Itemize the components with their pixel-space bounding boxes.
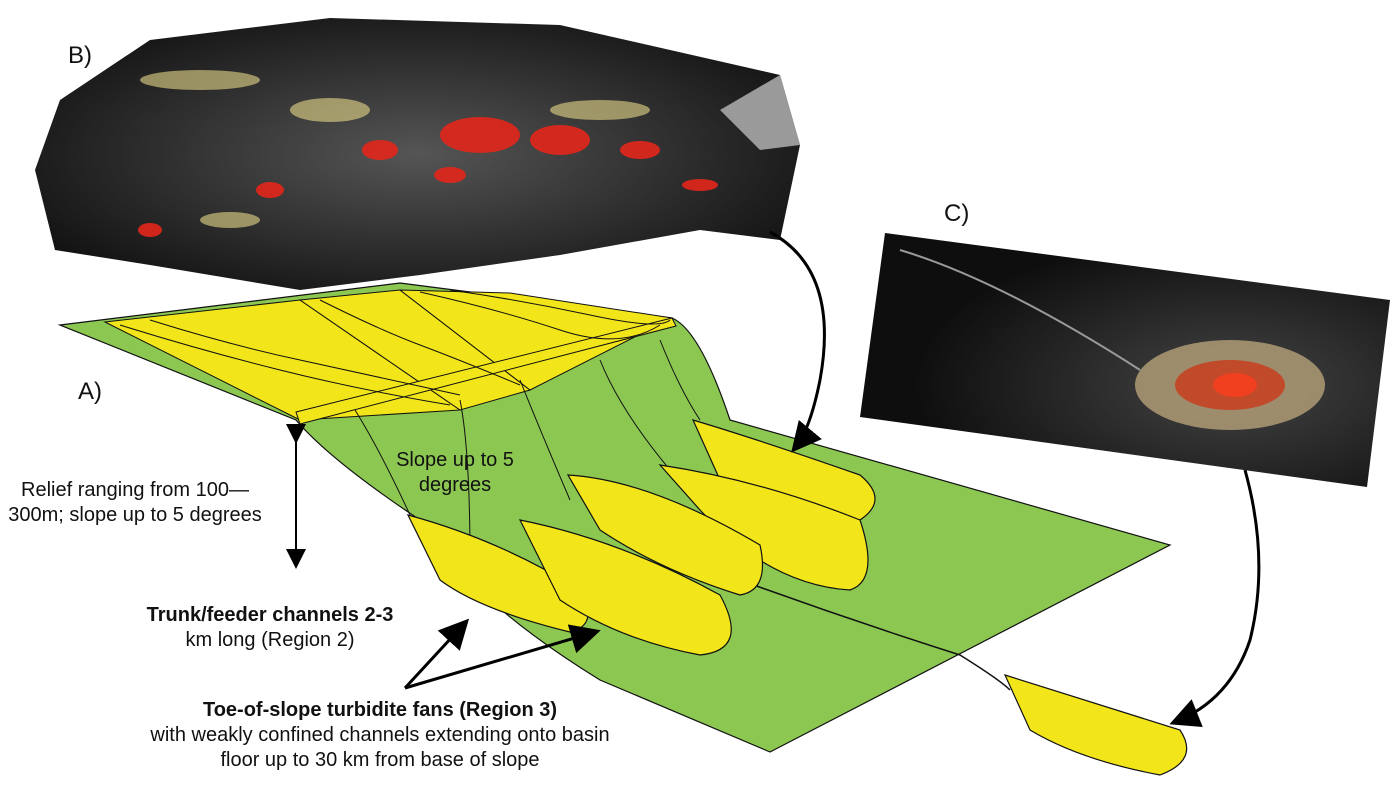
channel-lines bbox=[119, 289, 1011, 691]
panel-label-b: B) bbox=[68, 42, 92, 69]
trunk-label: Trunk/feeder channels 2-3 km long (Regio… bbox=[130, 603, 410, 653]
relief-line-2: 300m; slope up to 5 degrees bbox=[8, 504, 262, 526]
slope-line-2: degrees bbox=[418, 474, 492, 496]
relief-label: Relief ranging from 100— 300m; slope up … bbox=[0, 478, 270, 528]
fan-pointer-arrow-1 bbox=[403, 618, 470, 690]
trunk-rest: km long (Region 2) bbox=[185, 629, 355, 651]
fan-pointer-arrow-2 bbox=[404, 624, 601, 690]
slope-label: Slope up to 5 degrees bbox=[380, 448, 530, 498]
link-arrow-b bbox=[769, 230, 826, 453]
seismic-image-b bbox=[35, 18, 800, 290]
turbidite-fans bbox=[406, 419, 1188, 776]
slope-line-1: Slope up to 5 bbox=[396, 449, 514, 471]
panel-label-a: A) bbox=[78, 378, 102, 405]
link-arrow-c bbox=[1169, 469, 1261, 728]
toe-line-1: with weakly confined channels extending … bbox=[150, 724, 610, 746]
toe-label: Toe-of-slope turbidite fans (Region 3) w… bbox=[120, 698, 640, 773]
seismic-image-c bbox=[860, 233, 1390, 487]
trunk-bold: Trunk/feeder channels 2-3 bbox=[146, 604, 394, 626]
panel-label-c: C) bbox=[944, 200, 970, 227]
relief-line-1: Relief ranging from 100— bbox=[21, 479, 249, 501]
toe-line-2: floor up to 30 km from base of slope bbox=[220, 749, 540, 771]
toe-bold: Toe-of-slope turbidite fans (Region 3) bbox=[202, 699, 558, 721]
